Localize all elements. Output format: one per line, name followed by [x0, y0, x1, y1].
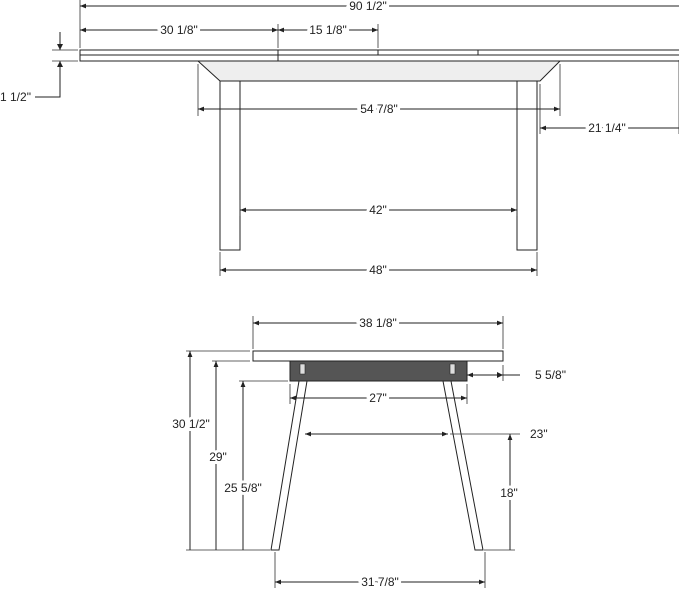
- leaf-center-label: 15 1/8": [309, 23, 347, 37]
- overhang-label: 21 1/4": [588, 121, 626, 135]
- thickness-label: 1 1/2": [0, 90, 31, 104]
- knee-clearance-label: 25 5/8": [224, 481, 262, 495]
- leg-outer-label: 48": [369, 263, 387, 277]
- leaf-left-label: 30 1/8": [160, 23, 198, 37]
- apron-length-label: 54 7/8": [360, 102, 398, 116]
- tabletop: [79, 49, 679, 62]
- apron-height-label: 5 5/8": [535, 368, 566, 382]
- total-height-label: 30 1/2": [172, 417, 210, 431]
- leg-span-upper-label: 23": [530, 427, 548, 441]
- leg-right: [516, 80, 538, 251]
- drawer: [289, 360, 468, 382]
- top-width-label: 38 1/8": [359, 316, 397, 330]
- leg-span-height-label: 18": [500, 486, 518, 500]
- apron-width-label: 27": [369, 391, 387, 405]
- underside-height-label: 29": [209, 450, 227, 464]
- side-tabletop: [252, 350, 504, 362]
- foot-span-label: 31 7/8": [361, 575, 399, 589]
- thickness-line: [35, 32, 61, 98]
- side-leg-left: [270, 380, 308, 551]
- side-view: 38 1/8" 5 5/8" 27" 23" 18" 30 1/2" 29" 2…: [169, 313, 569, 589]
- overall-length-label: 90 1/2": [349, 0, 387, 13]
- apron: [196, 60, 562, 82]
- leg-left: [219, 80, 241, 251]
- leg-inner-label: 42": [369, 203, 387, 217]
- side-leg-right: [442, 380, 484, 551]
- front-view: 90 1/2" 30 1/8" 15 1/8" 1 1/2" 54 7/8" 2…: [0, 0, 679, 280]
